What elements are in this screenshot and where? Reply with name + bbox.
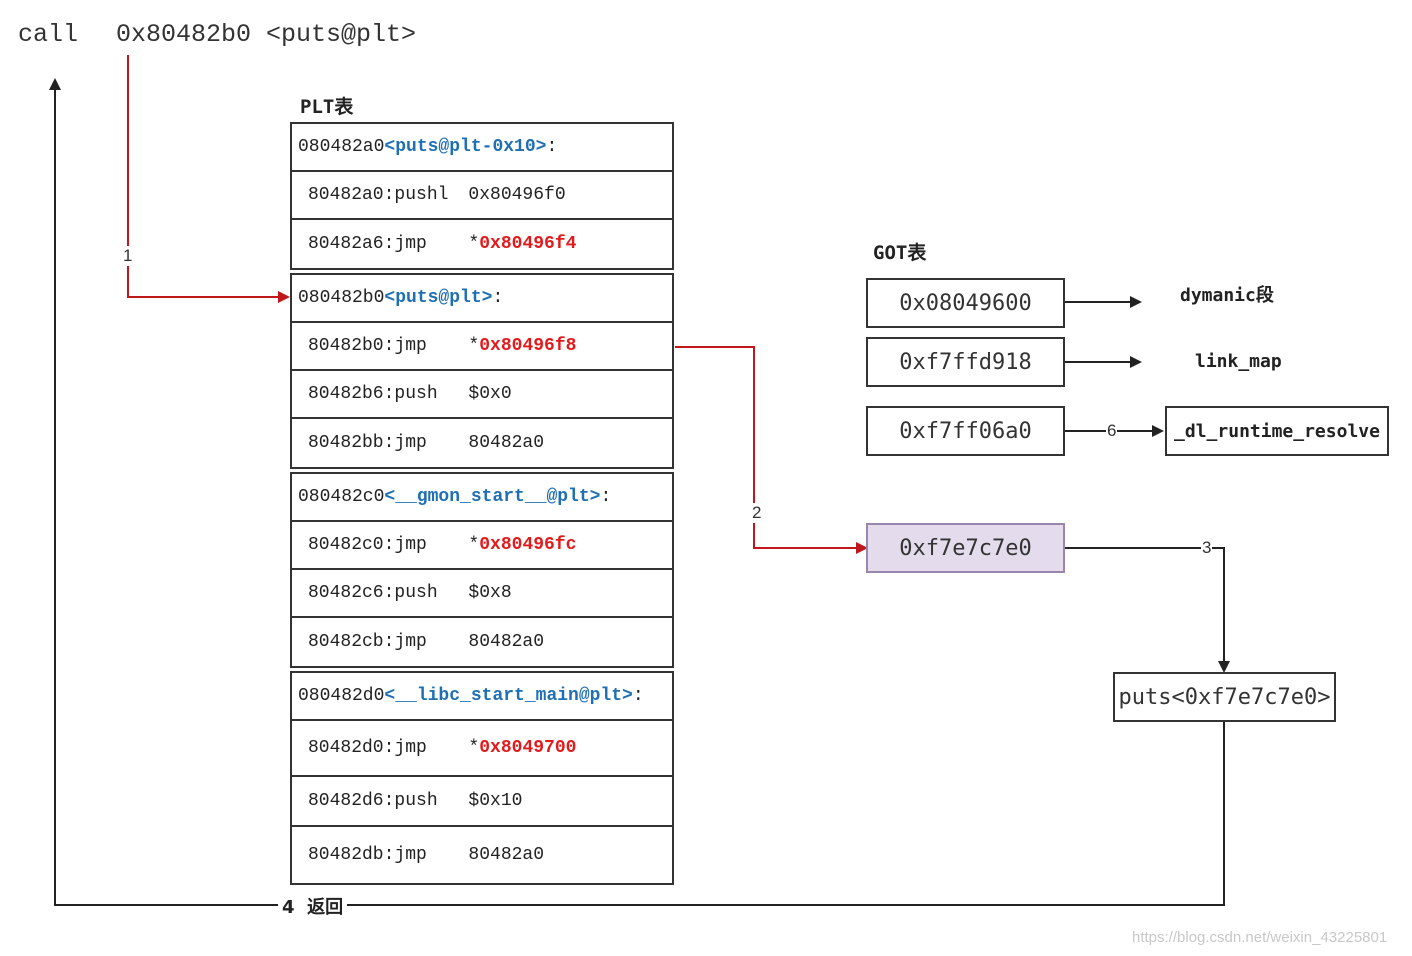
instr-arg: 80482a0 (468, 845, 545, 865)
instr-op: jmp (394, 433, 427, 453)
plt-header-symbol: <__libc_start_main@plt> (384, 686, 633, 706)
plt-header-addr: 080482c0 (298, 487, 385, 507)
instr-op: pushl (394, 185, 449, 205)
instr-addr: 80482d6: (308, 791, 395, 811)
got-title: GOT表 (873, 242, 927, 264)
instr-op: push (394, 791, 438, 811)
instr-addr: 80482d0: (308, 738, 395, 758)
instr-star: * (468, 234, 480, 254)
plt-entry: 080482b0 <puts@plt>: 80482b0: jmp *0x8049… (290, 273, 674, 469)
instr-arg: 80482a0 (468, 632, 545, 652)
got-target-dynamic: dymanic段 (1180, 285, 1274, 306)
plt-header-addr: 080482a0 (298, 137, 385, 157)
return-label: 4 返回 (278, 893, 348, 919)
instr-addr: 80482a6: (308, 234, 395, 254)
call-keyword: call (18, 20, 79, 49)
plt-header-addr: 080482d0 (298, 686, 385, 706)
plt-header-addr: 080482b0 (298, 288, 385, 308)
instr-arg: 0x80496f0 (468, 185, 566, 205)
instr-op: push (394, 384, 438, 404)
instr-addr: 80482cb: (308, 632, 395, 652)
plt-instruction: 80482b6: push $0x0 (292, 371, 672, 419)
instr-addr: 80482c0: (308, 535, 395, 555)
step-label-2: 2 (751, 503, 763, 523)
plt-entry-header: 080482a0 <puts@plt-0x10>: (292, 124, 672, 172)
step-label-4: 4 (282, 897, 295, 918)
instr-arg: 80482a0 (468, 433, 545, 453)
instr-op: jmp (394, 738, 427, 758)
instr-addr: 80482bb: (308, 433, 395, 453)
plt-instruction: 80482c6: push $0x8 (292, 570, 672, 618)
plt-instruction: 80482d0: jmp *0x8049700 (292, 721, 672, 777)
plt-table: 080482a0 <puts@plt-0x10>: 80482a0: pushl… (290, 122, 674, 885)
instr-addr: 80482db: (308, 845, 395, 865)
plt-entry-header: 080482c0 <__gmon_start__@plt>: (292, 474, 672, 522)
step-label-6: 6 (1106, 421, 1118, 441)
step-label-1: 1 (122, 246, 134, 266)
plt-instruction: 80482bb: jmp 80482a0 (292, 419, 672, 467)
call-address: 0x80482b0 <puts@plt> (116, 20, 417, 49)
dl-runtime-resolve-box: _dl_runtime_resolve (1165, 406, 1389, 456)
plt-instruction: 80482b0: jmp *0x80496f8 (292, 323, 672, 371)
plt-instruction: 80482d6: push $0x10 (292, 777, 672, 827)
plt-entry-header: 080482b0 <puts@plt>: (292, 275, 672, 323)
plt-instruction: 80482a6: jmp *0x80496f4 (292, 220, 672, 268)
plt-instruction: 80482cb: jmp 80482a0 (292, 618, 672, 666)
arrow-step-1 (127, 55, 290, 303)
got-entry-dynamic: 0x08049600 (866, 278, 1065, 328)
instr-arg-got-ref: 0x80496f8 (479, 336, 577, 356)
instr-arg-got-ref: 0x8049700 (479, 738, 577, 758)
instr-arg: $0x0 (468, 384, 512, 404)
plt-instruction: 80482db: jmp 80482a0 (292, 827, 672, 883)
plt-title: PLT表 (300, 96, 354, 118)
instr-op: jmp (394, 632, 427, 652)
plt-header-symbol: <__gmon_start__@plt> (384, 487, 601, 507)
instr-arg: $0x8 (468, 583, 512, 603)
instr-star: * (468, 738, 480, 758)
instr-star: * (468, 336, 480, 356)
plt-instruction: 80482a0: pushl 0x80496f0 (292, 172, 672, 220)
plt-instruction: 80482c0: jmp *0x80496fc (292, 522, 672, 570)
instr-op: jmp (394, 336, 427, 356)
got-entry-linkmap: 0xf7ffd918 (866, 337, 1065, 387)
instr-arg: $0x10 (468, 791, 523, 811)
instr-op: jmp (394, 234, 427, 254)
instr-arg-got-ref: 0x80496fc (479, 535, 577, 555)
watermark: https://blog.csdn.net/weixin_43225801 (1132, 929, 1388, 946)
instr-op: jmp (394, 535, 427, 555)
plt-header-symbol: <puts@plt-0x10> (384, 137, 547, 157)
step-label-3: 3 (1201, 538, 1213, 558)
got-entry-puts: 0xf7e7c7e0 (866, 523, 1065, 573)
instr-op: push (394, 583, 438, 603)
puts-function-box: puts<0xf7e7c7e0> (1113, 672, 1336, 722)
instr-op: jmp (394, 845, 427, 865)
arrow-step-4-return (49, 78, 1225, 906)
plt-entry: 080482a0 <puts@plt-0x10>: 80482a0: pushl… (290, 122, 674, 270)
plt-header-symbol: <puts@plt> (384, 288, 493, 308)
got-entry-resolve: 0xf7ff06a0 (866, 406, 1065, 456)
instr-addr: 80482c6: (308, 583, 395, 603)
instr-arg-got-ref: 0x80496f4 (479, 234, 577, 254)
plt-entry-header: 080482d0 <__libc_start_main@plt>: (292, 673, 672, 721)
got-target-linkmap: link_map (1195, 351, 1282, 372)
arrow-step-2 (675, 346, 868, 554)
plt-entry: 080482d0 <__libc_start_main@plt>: 80482d… (290, 671, 674, 885)
instr-addr: 80482b0: (308, 336, 395, 356)
plt-entry: 080482c0 <__gmon_start__@plt>: 80482c0: … (290, 472, 674, 668)
return-text: 返回 (307, 897, 344, 918)
instr-addr: 80482b6: (308, 384, 395, 404)
arrow-step-3 (1065, 547, 1230, 673)
instr-star: * (468, 535, 480, 555)
instr-addr: 80482a0: (308, 185, 395, 205)
